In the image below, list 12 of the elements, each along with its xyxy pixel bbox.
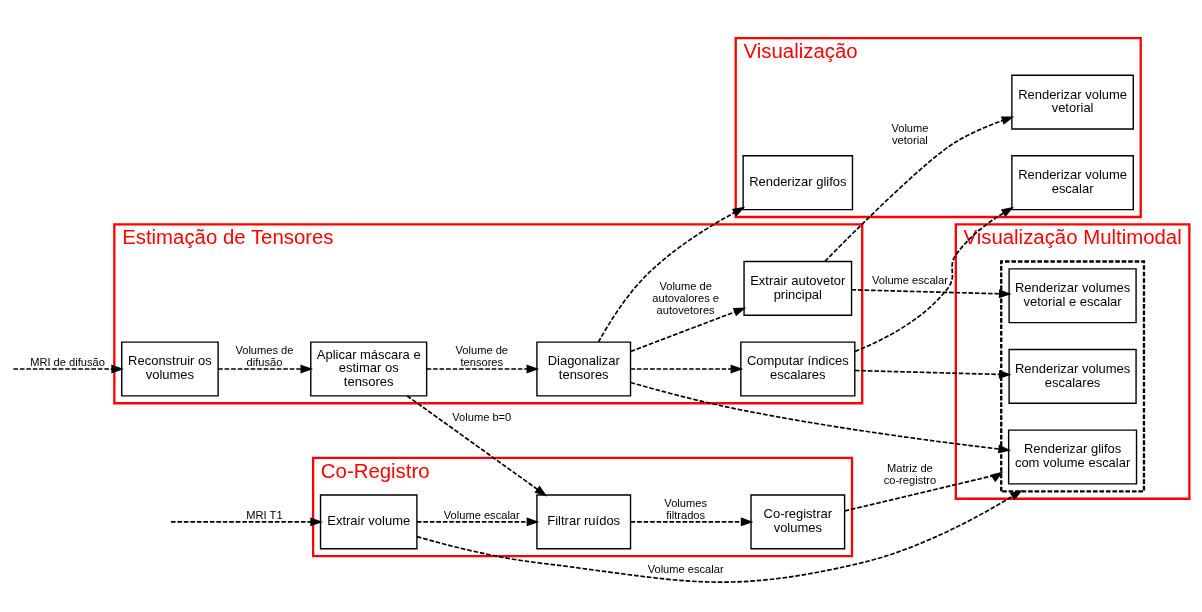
edge-label: Volume vetorial [891,121,929,146]
edge-label: MRI de difusão [30,355,105,368]
edge-label: MRI T1 [246,508,283,521]
edge-label: Volumes de difusão [235,343,294,368]
edge-label: Volume escalar [443,508,520,521]
edge-label: Matriz de co-registro [883,461,937,486]
edge-label: Volume de autovalores e autovetores [652,279,720,316]
edge-label: Volume b=0 [452,410,512,422]
edge-label: Volume de tensores [455,343,509,368]
edge-label: Volume escalar [647,562,724,575]
edge-label: Volume escalar [871,273,948,286]
edge-label: Volumes filtrados [664,496,707,521]
